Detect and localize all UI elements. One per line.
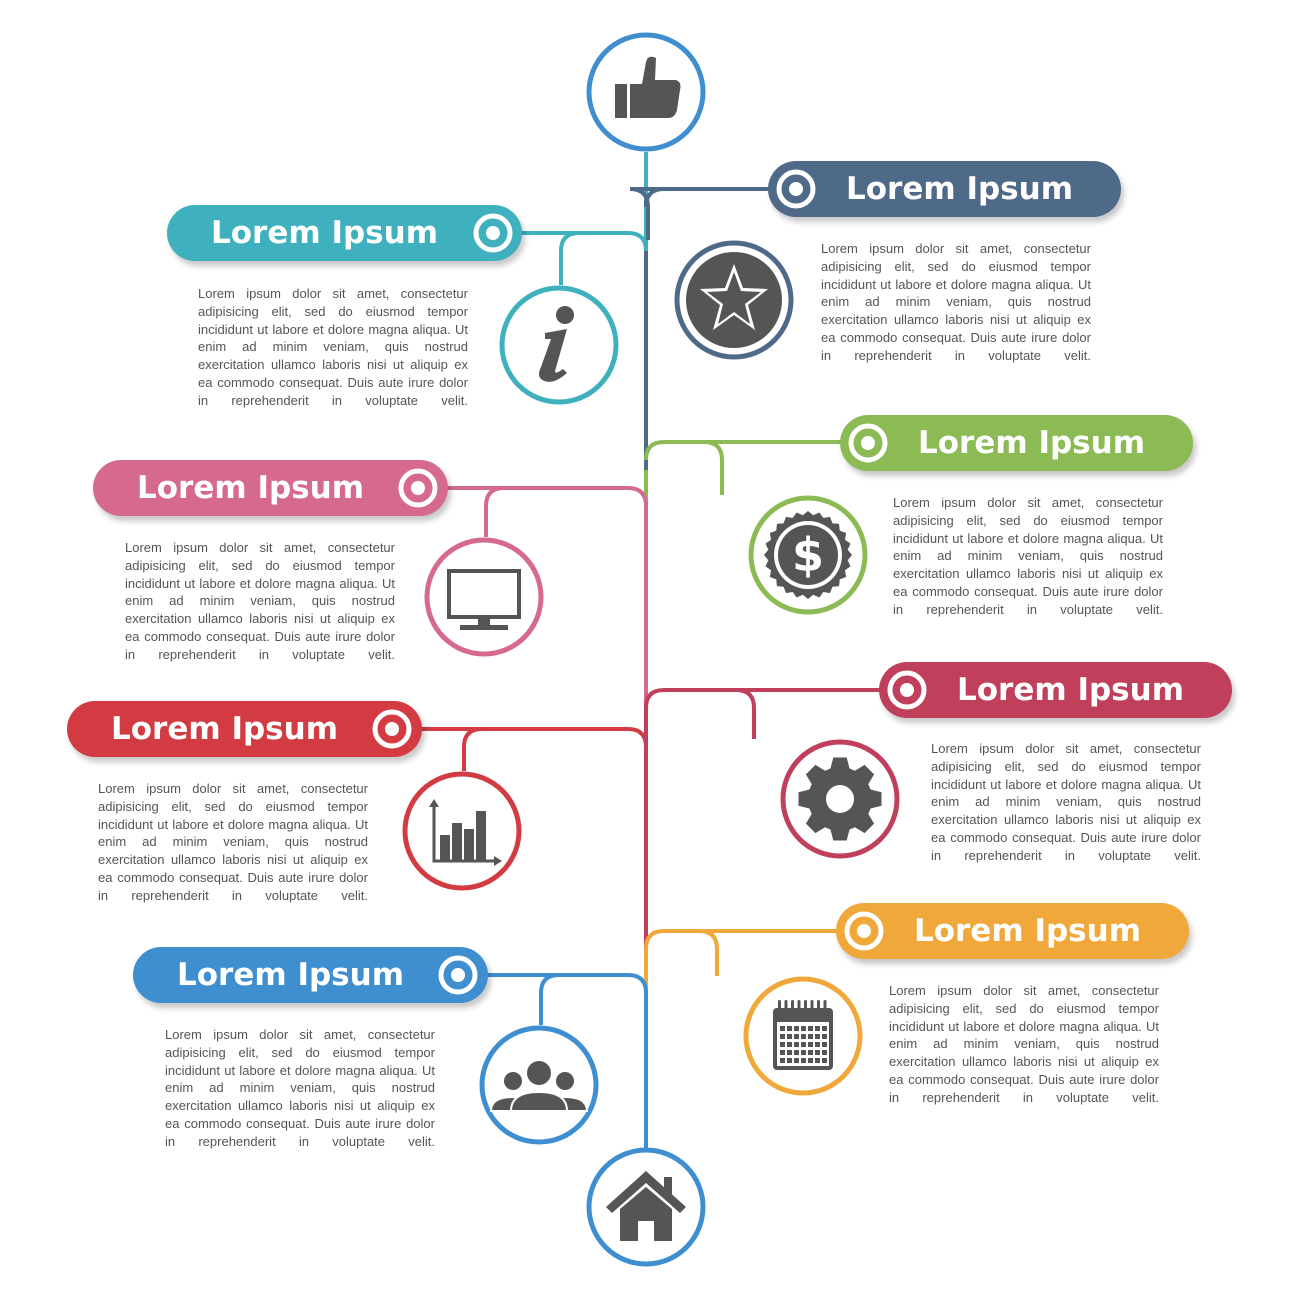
target-ring-icon [887, 670, 927, 710]
home-icon [606, 1171, 686, 1241]
branch-connector [392, 727, 648, 771]
target-ring-icon [438, 955, 478, 995]
step-title-pill: Lorem Ipsum [167, 205, 522, 261]
step-description: Lorem ipsum dolor sit amet, consectetur … [125, 540, 395, 662]
step-title: Lorem Ipsum [914, 913, 1142, 949]
dollar-icon: $ [764, 511, 852, 599]
branch-connector [644, 929, 864, 976]
bar-chart-icon [429, 799, 502, 866]
gear-icon [798, 757, 882, 841]
target-ring-icon [848, 423, 888, 463]
branch-connector [644, 688, 907, 806]
step-description: Lorem ipsum dolor sit amet, consectetur … [889, 983, 1159, 1105]
thumbs-up-icon [615, 56, 681, 118]
step-description: Lorem ipsum dolor sit amet, consectetur … [893, 495, 1163, 617]
branch-connector [629, 187, 796, 240]
target-ring-icon [844, 911, 884, 951]
star-icon [686, 252, 782, 348]
step-title-pill: Lorem Ipsum [67, 701, 422, 757]
target-ring-icon [473, 213, 513, 253]
info-icon [539, 306, 574, 382]
step-title-pill: Lorem Ipsum [840, 415, 1193, 471]
calendar-icon [773, 1000, 833, 1070]
step-title-pill: Lorem Ipsum [836, 903, 1189, 959]
branch-connector [644, 440, 868, 495]
step-title-pill: Lorem Ipsum [879, 662, 1232, 718]
step-title: Lorem Ipsum [957, 672, 1185, 708]
step-description: Lorem ipsum dolor sit amet, consectetur … [165, 1027, 435, 1149]
step-title-pill: Lorem Ipsum [133, 947, 488, 1003]
step-title: Lorem Ipsum [177, 957, 405, 993]
step-title: Lorem Ipsum [211, 215, 439, 251]
branch-connector [493, 231, 648, 285]
step-description: Lorem ipsum dolor sit amet, consectetur … [198, 286, 468, 408]
branch-connector [458, 973, 648, 1025]
step-title-pill: Lorem Ipsum [93, 460, 448, 516]
step-description: Lorem ipsum dolor sit amet, consectetur … [821, 241, 1091, 363]
people-icon [489, 1059, 589, 1112]
step-title: Lorem Ipsum [846, 171, 1074, 207]
step-title-pill: Lorem Ipsum [768, 161, 1121, 217]
target-ring-icon [776, 169, 816, 209]
monitor-icon [447, 569, 521, 630]
svg-text:$: $ [792, 528, 824, 582]
target-ring-icon [372, 709, 412, 749]
branch-connector [418, 486, 648, 612]
target-ring-icon [398, 468, 438, 508]
step-title: Lorem Ipsum [918, 425, 1146, 461]
step-title: Lorem Ipsum [111, 711, 339, 747]
step-description: Lorem ipsum dolor sit amet, consectetur … [931, 741, 1201, 863]
step-title: Lorem Ipsum [137, 470, 365, 506]
step-description: Lorem ipsum dolor sit amet, consectetur … [98, 781, 368, 903]
